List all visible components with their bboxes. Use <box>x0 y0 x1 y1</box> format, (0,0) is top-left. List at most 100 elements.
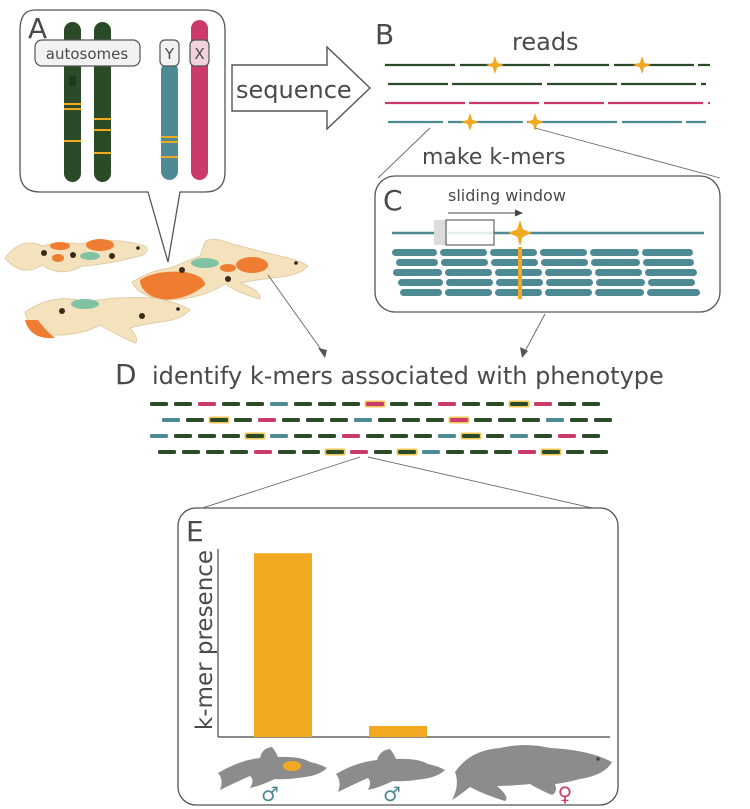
kmer-dash <box>182 450 200 454</box>
kmer-dash <box>470 450 488 454</box>
kmer-segment <box>491 259 538 266</box>
kmer-dash <box>174 434 192 438</box>
kmer-dash <box>318 434 336 438</box>
kmer-dash <box>246 434 264 438</box>
kmer-dash <box>558 434 576 438</box>
panel-c-box <box>374 175 721 313</box>
bar-2 <box>369 725 427 737</box>
kmer-segment <box>591 259 640 266</box>
x-label-box <box>189 39 210 67</box>
kmer-dash <box>222 434 240 438</box>
panel-e-letter: E <box>186 515 204 548</box>
kmer-segment <box>546 279 593 286</box>
kmer-dash <box>414 434 432 438</box>
kmer-dash <box>462 434 480 438</box>
y-label: Y <box>164 45 175 63</box>
kmer-dash <box>234 418 252 422</box>
kmer-segment <box>540 249 587 256</box>
category-label-1: ♂ <box>261 782 279 806</box>
kmer-dash <box>294 434 312 438</box>
identify-label: identify k-mers associated with phenotyp… <box>152 362 664 390</box>
kmer-dash <box>510 402 528 406</box>
kmer-segment <box>541 259 588 266</box>
kmer-segment <box>545 289 592 296</box>
kmer-segment <box>396 259 438 266</box>
kmer-dash <box>510 434 528 438</box>
female-fish-silhouette <box>452 745 612 801</box>
kmer-star-icon <box>526 113 544 131</box>
zoom-line <box>377 127 431 179</box>
kmer-dash <box>398 450 416 454</box>
kmer-dash <box>174 402 192 406</box>
kmer-dash <box>270 434 288 438</box>
kmer-dash <box>374 450 392 454</box>
kmer-segment <box>490 249 537 256</box>
kmer-star-icon <box>486 56 504 74</box>
kmer-star-icon <box>633 56 651 74</box>
panel-a-letter: A <box>28 12 47 45</box>
kmer-dash <box>150 434 168 438</box>
male-fish-silhouette-with-spot <box>218 747 327 790</box>
kmer-dash <box>230 450 248 454</box>
kmer-dash <box>474 418 492 422</box>
kmer-dash <box>306 418 324 422</box>
kmer-segment <box>648 279 695 286</box>
kmer-dash <box>206 450 224 454</box>
variant-highlight <box>518 247 522 299</box>
kmer-dash <box>318 402 336 406</box>
kmer-dash <box>270 402 288 406</box>
zoom-line <box>534 127 721 179</box>
kmer-segment <box>595 289 644 296</box>
category-label-3: ♀ <box>558 782 573 806</box>
kmer-segment <box>545 269 592 276</box>
kmer-dash <box>162 418 180 422</box>
kmer-dash <box>378 418 396 422</box>
kmer-segment <box>647 289 700 296</box>
guppy-fish <box>131 238 309 301</box>
y-chromosome <box>161 62 178 180</box>
sequence-label: sequence <box>236 76 352 104</box>
kmer-dash <box>186 418 204 422</box>
y-label-box <box>159 39 180 67</box>
kmer-dash <box>422 450 440 454</box>
kmer-dash <box>326 450 344 454</box>
male-fish-silhouette <box>336 749 445 792</box>
variant-star-icon <box>508 220 532 246</box>
sliding-window-label: sliding window <box>448 186 566 205</box>
kmer-dash <box>582 402 600 406</box>
kmer-dash <box>594 418 612 422</box>
kmer-dash <box>426 418 444 422</box>
kmer-dash <box>354 418 372 422</box>
kmer-dash <box>258 418 276 422</box>
kmer-dash <box>542 450 560 454</box>
kmer-segment <box>445 289 492 296</box>
kmer-dash <box>330 418 348 422</box>
bar-1 <box>254 553 312 737</box>
category-label-2: ♂ <box>383 782 401 806</box>
y-axis-label: k-mer presence <box>192 550 218 730</box>
pointer-arrowhead <box>318 348 327 358</box>
kmer-dash <box>518 450 536 454</box>
kmer-dash <box>350 450 368 454</box>
kmer-segment <box>441 259 488 266</box>
panel-c-letter: C <box>383 184 403 217</box>
x-label: X <box>194 45 204 63</box>
kmer-dash <box>342 434 360 438</box>
kmer-dash <box>302 450 320 454</box>
kmer-dash <box>534 402 552 406</box>
kmer-dash <box>558 402 576 406</box>
guppy-fish <box>4 239 148 273</box>
kmer-dash <box>590 450 608 454</box>
guppy-fish <box>24 297 191 344</box>
kmer-dash <box>282 418 300 422</box>
sex-symbols: ♂ ♂ ♀ <box>261 782 572 806</box>
kmer-dash <box>246 402 264 406</box>
kmer-dash <box>222 402 240 406</box>
kmer-dash <box>498 418 516 422</box>
kmer-dash <box>366 402 384 406</box>
kmer-segment <box>596 279 645 286</box>
kmer-dash <box>486 434 504 438</box>
kmer-dash <box>150 402 168 406</box>
zoom-line <box>522 313 546 356</box>
